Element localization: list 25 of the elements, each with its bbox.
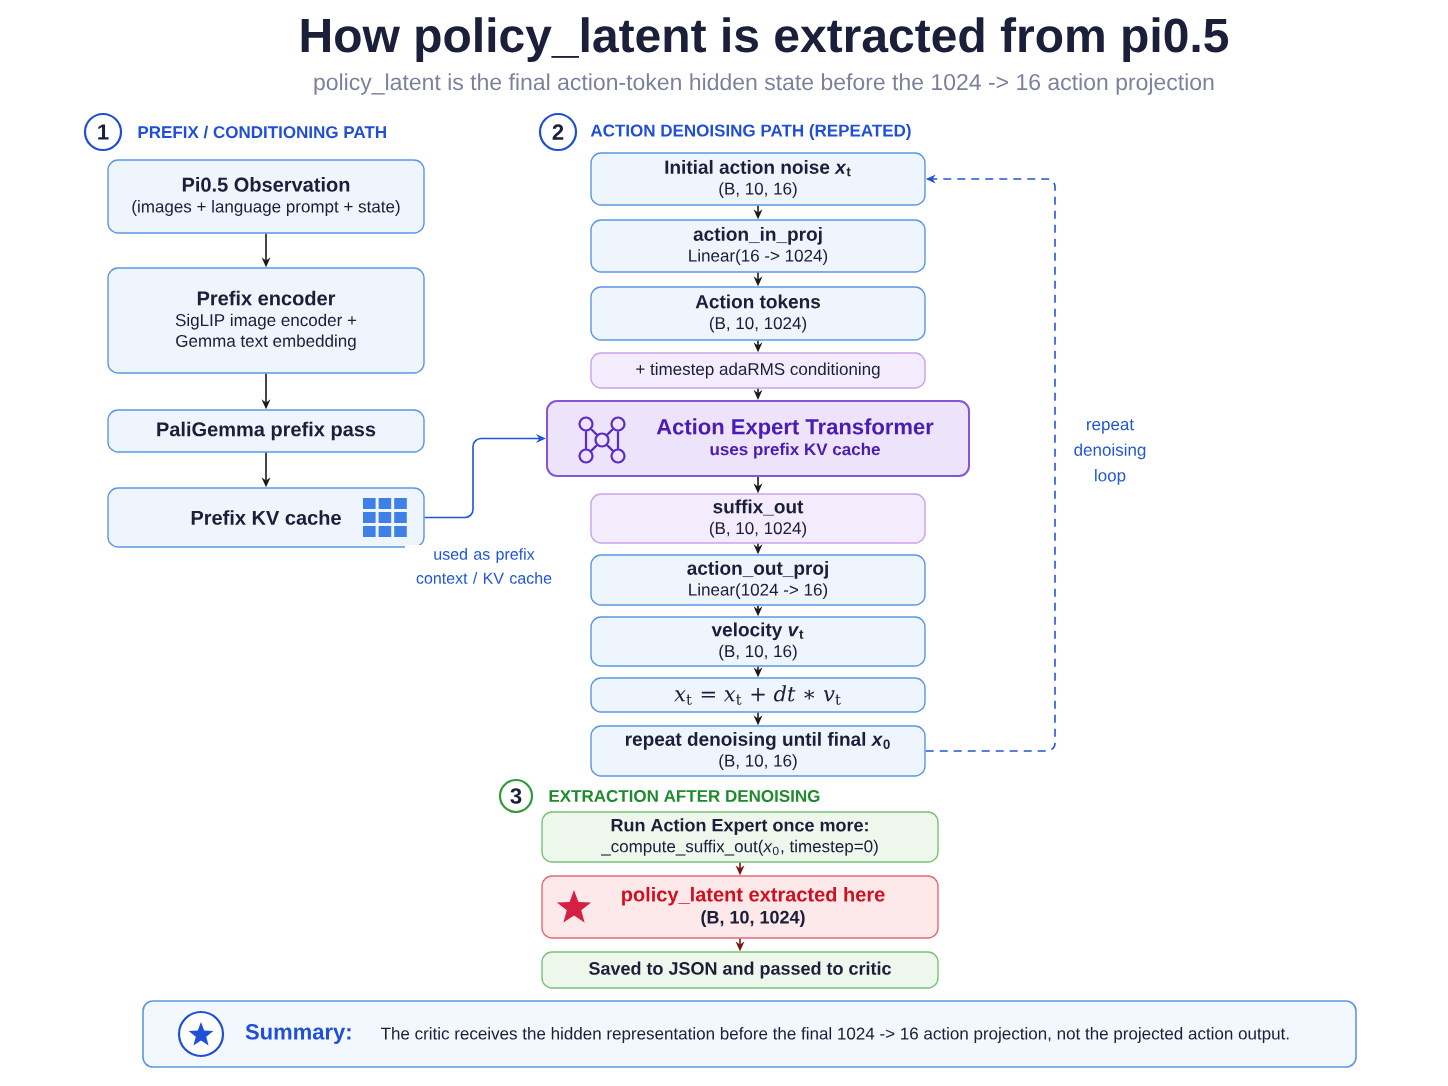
process-box: Saved to JSON and passed to critic — [541, 951, 939, 989]
subtitle: policy_latent is the final action-token hidden state before the 1024 -> 16 action projection — [314, 73, 1214, 95]
highlight-box: policy_latent extracted here (B, 10, 1024) — [541, 875, 939, 939]
process-box: PaliGemma prefix pass — [107, 409, 425, 453]
section-heading: ACTION DENOISING PATH (REPEATED) — [590, 124, 911, 140]
process-box: Prefix KV cache — [107, 487, 425, 548]
process-box: Prefix encoder SigLIP image encoder + Gemma text embedding — [107, 267, 425, 374]
process-box: x$_{t}$ = x$_{t}$ + dt ∗ v$_{t}$ — [590, 677, 926, 713]
section-heading: PREFIX / CONDITIONING PATH — [138, 125, 386, 139]
process-box: Initial action noise x$_{t}$ (B, 10, 16) — [590, 152, 926, 206]
process-box: velocity v$_{t}$ (B, 10, 16) — [590, 616, 926, 667]
edge-label: repeat denoising loop — [1063, 416, 1157, 488]
process-box: suffix_out (B, 10, 1024) — [590, 493, 926, 544]
process-box: repeat denoising until final x$_{0}$ (B, 10, 16) — [590, 725, 926, 777]
process-box: Pi0.5 Observation (images + language prompt + state) — [107, 159, 425, 234]
process-box: action_in_proj Linear(16 -> 1024) — [590, 219, 926, 273]
summary-box: Summary: The critic receives the hidden representation before the final 1024 -> 16 action projection, not the projected action output. — [142, 1000, 1357, 1068]
section-heading: EXTRACTION AFTER DENOISING — [549, 790, 820, 802]
process-box: Run Action Expert once more: _compute_suffix_out(x$_{0}$, timestep=0) — [541, 811, 939, 863]
process-box: Action Expert Transformer uses prefix KV cache — [546, 400, 970, 477]
title: How policy_latent is extracted from pi0.5 — [301, 17, 1229, 62]
process-box: Action tokens (B, 10, 1024) — [590, 286, 926, 341]
edge-label: used as prefix context / KV cache — [405, 545, 563, 587]
process-box: action_out_proj Linear(1024 -> 16) — [590, 554, 926, 606]
process-box: + timestep adaRMS conditioning — [590, 352, 926, 389]
